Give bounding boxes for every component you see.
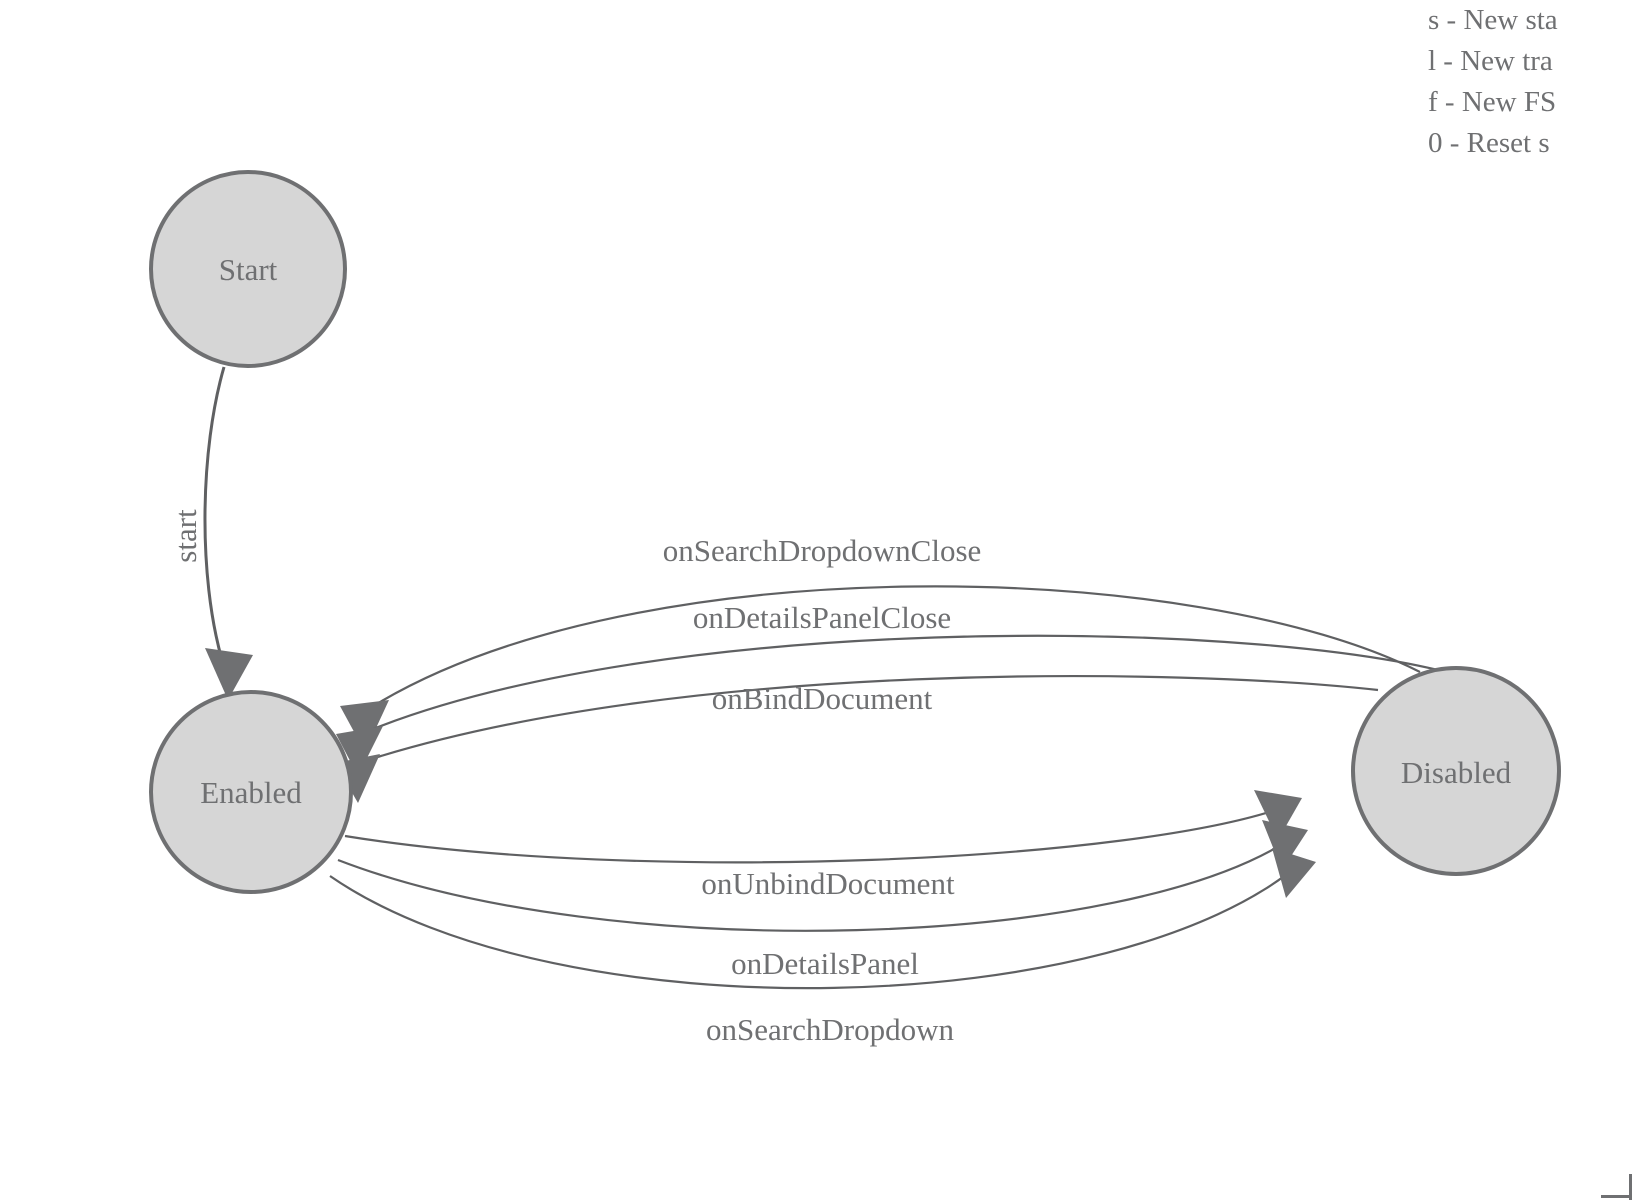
arrow-head-ondetailspanel [1262, 820, 1308, 870]
edge-label-onunbinddocument: onUnbindDocument [701, 866, 955, 901]
edge-path-onbinddocument [364, 675, 1379, 763]
node-disabled[interactable]: Disabled [1351, 666, 1561, 876]
arrow-head-onunbinddocument [1254, 790, 1302, 840]
edge-start-to-enabled[interactable] [203, 366, 253, 700]
edge-disabled-to-enabled-onsearchdropdownclose[interactable] [340, 585, 1421, 752]
node-enabled-label: Enabled [200, 775, 302, 810]
arrow-head-onsearchdropdown [1272, 848, 1316, 898]
edge-disabled-to-enabled-ondetailspanelclose[interactable] [336, 634, 1439, 776]
edge-label-ondetailspanel: onDetailsPanel [731, 946, 919, 981]
node-start-label: Start [219, 252, 278, 287]
node-start-circle [149, 170, 347, 368]
edge-label-start: start [168, 509, 203, 563]
edge-label-ondetailspanelclose: onDetailsPanelClose [693, 600, 951, 635]
arrow-head-onsearchdropdownclose [340, 700, 389, 752]
edge-path-onsearchdropdown [329, 861, 1303, 990]
edge-enabled-to-disabled-onunbinddocument[interactable] [344, 790, 1302, 864]
resize-corner-vertical[interactable] [1629, 1174, 1632, 1200]
node-enabled-circle [149, 690, 353, 894]
edge-label-onsearchdropdown: onSearchDropdown [706, 1012, 954, 1047]
edge-path-start-enabled [203, 366, 226, 661]
edge-path-ondetailspanelclose [367, 634, 1439, 733]
node-start[interactable]: Start [149, 170, 347, 368]
arrow-head-start-enabled [205, 648, 253, 700]
edge-enabled-to-disabled-onsearchdropdown[interactable] [329, 848, 1316, 990]
node-enabled[interactable]: Enabled [149, 690, 353, 894]
edge-path-onsearchdropdownclose [374, 585, 1421, 706]
node-disabled-label: Disabled [1401, 755, 1512, 790]
resize-corner-horizontal[interactable] [1601, 1195, 1632, 1198]
edge-enabled-to-disabled-ondetailspanel[interactable] [337, 820, 1308, 932]
edge-path-onunbinddocument [344, 803, 1291, 864]
edge-path-ondetailspanel [337, 835, 1296, 932]
edge-label-onbinddocument: onBindDocument [712, 681, 933, 716]
node-disabled-circle [1351, 666, 1561, 876]
arrow-head-ondetailspanelclose [336, 726, 383, 776]
edge-label-onsearchdropdownclose: onSearchDropdownClose [663, 533, 982, 568]
